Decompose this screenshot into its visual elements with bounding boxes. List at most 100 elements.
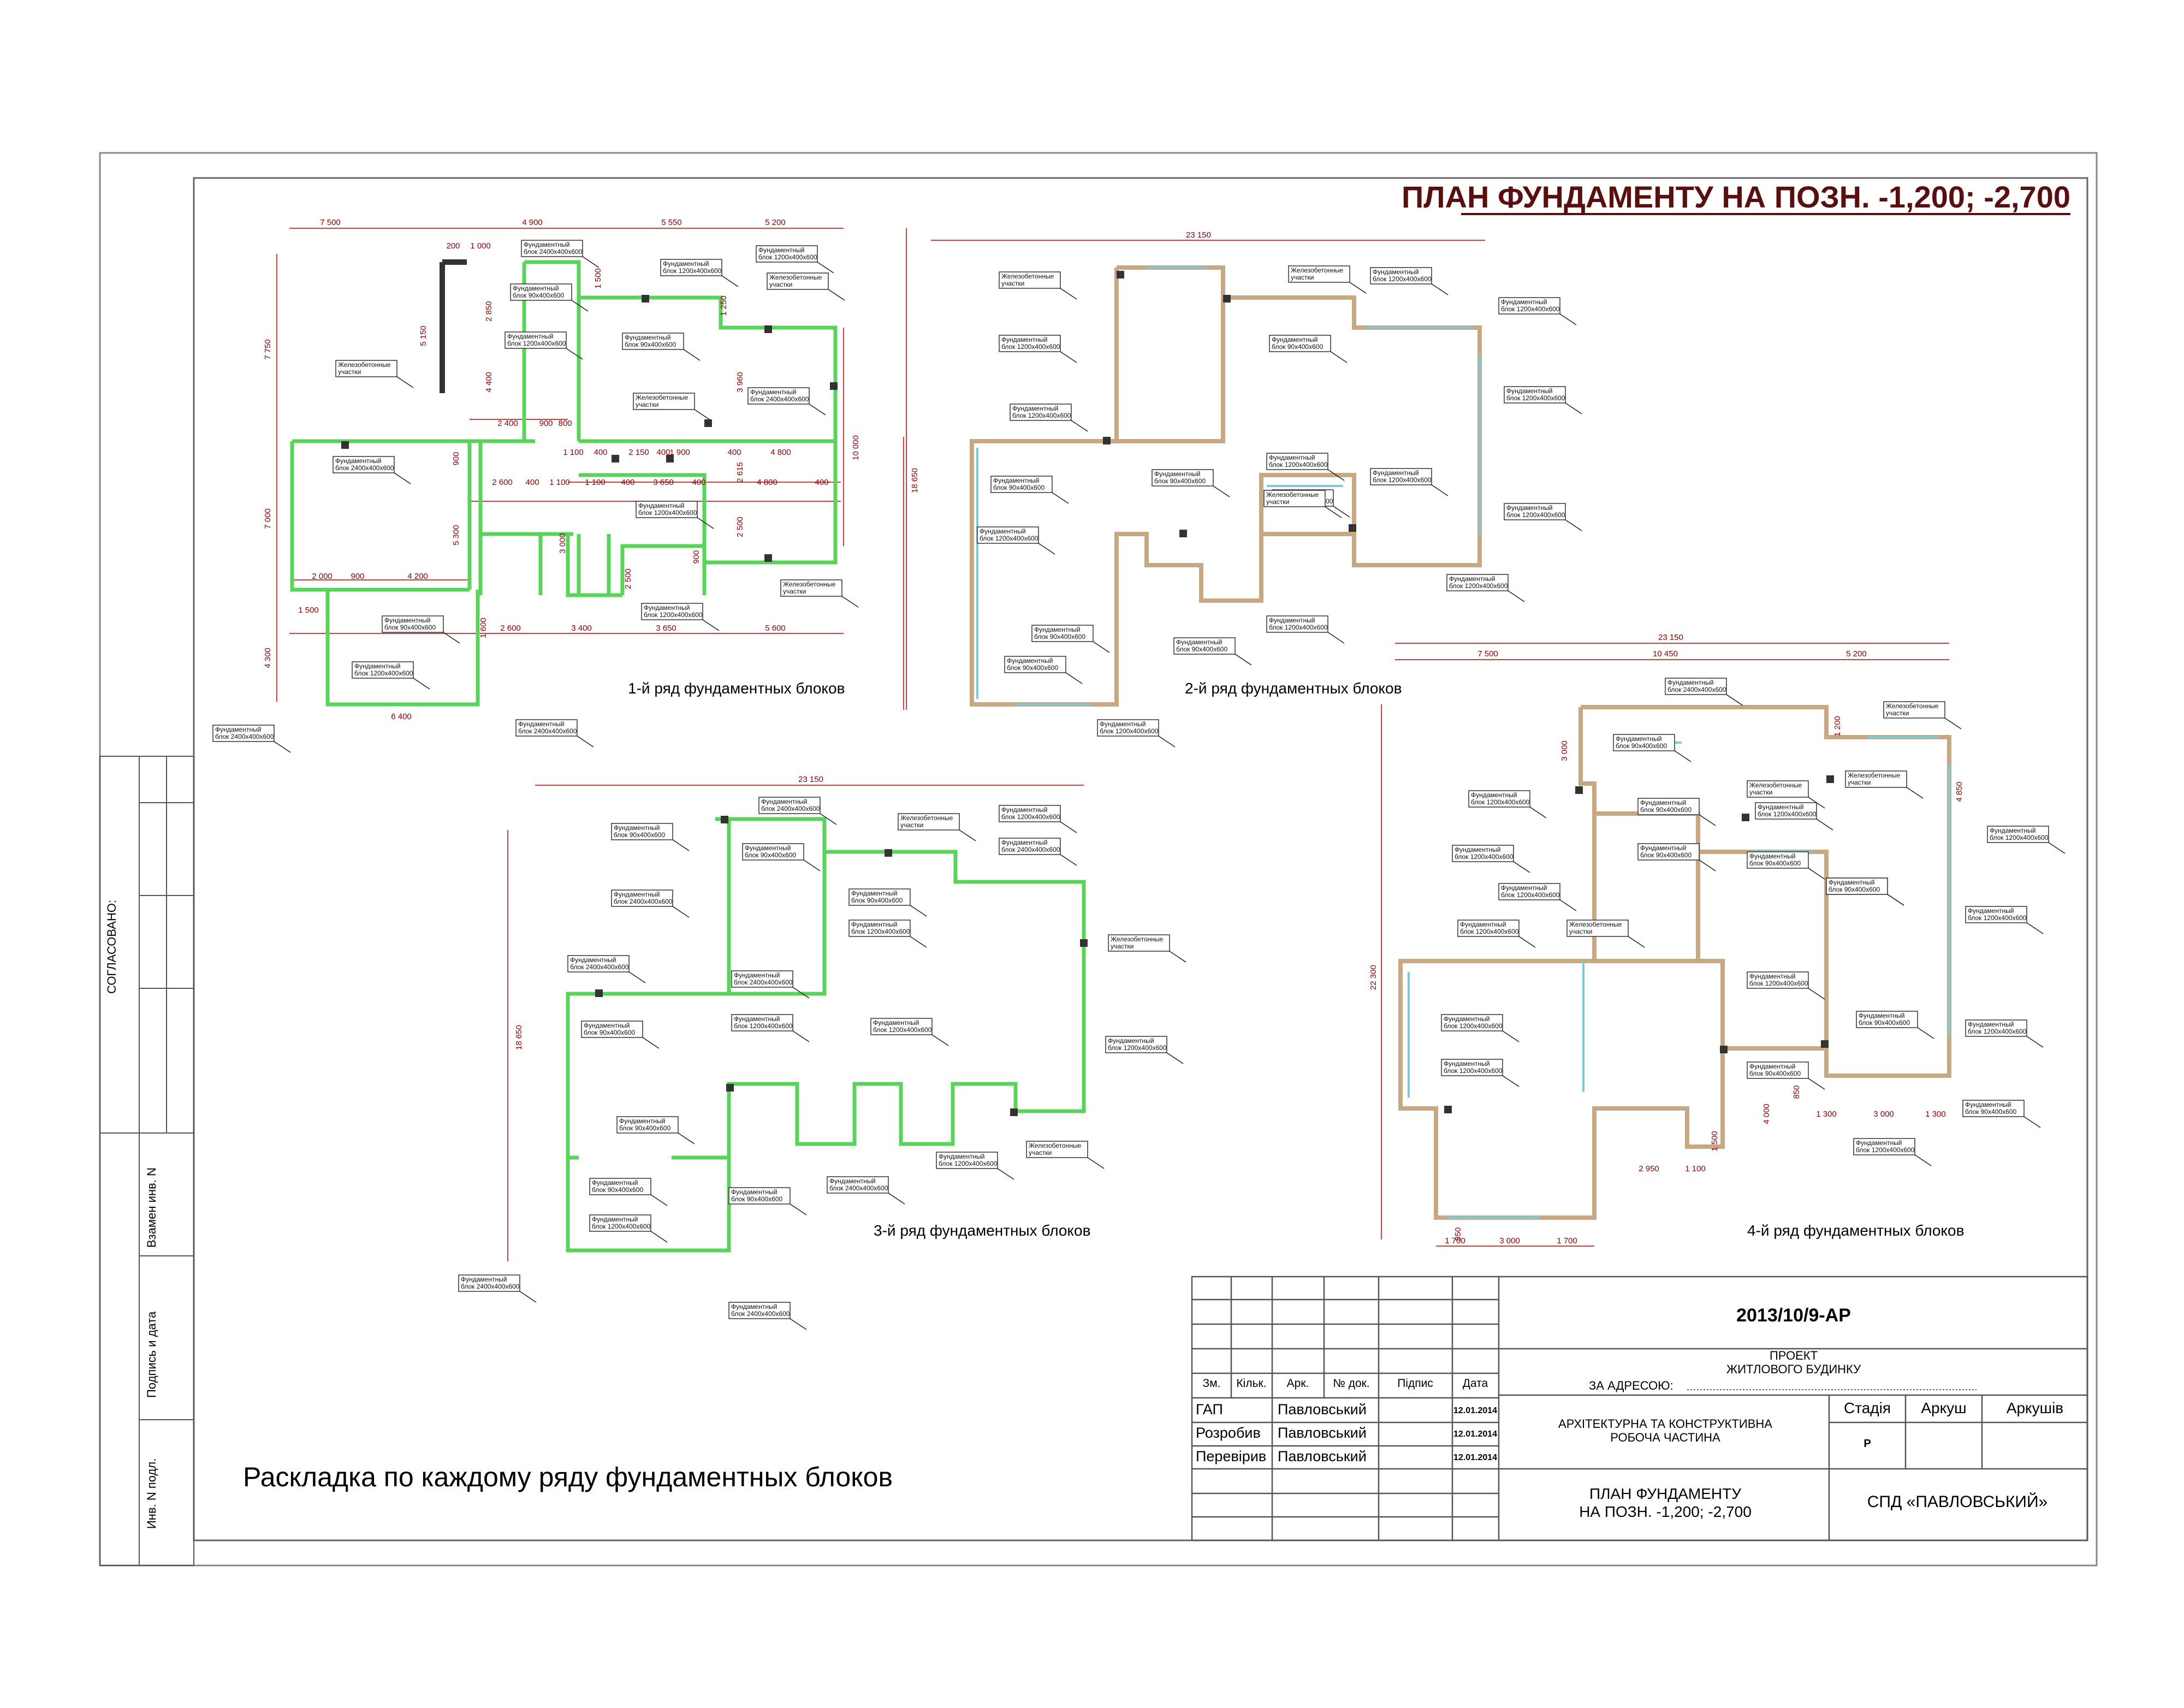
dimension-label: 5 300 bbox=[452, 525, 461, 545]
plan-2-caption: 2-й ряд фундаментных блоков bbox=[1185, 680, 1402, 697]
block-callout-text: Фундаментный bbox=[731, 1303, 777, 1310]
block-callout-text: блок 1200х400х600 bbox=[1373, 275, 1432, 283]
side-label-inv-no: Инв. N подл. bbox=[145, 1458, 158, 1529]
block-callout-text: Фундаментный bbox=[1506, 387, 1552, 395]
block-callout-text: Фундаментный bbox=[1034, 626, 1080, 633]
block-callout-text: блок 1200х400х600 bbox=[1460, 928, 1519, 935]
plan-3-caption: 3-й ряд фундаментных блоков bbox=[874, 1222, 1090, 1239]
block-callout-text: Железобетонные bbox=[1848, 772, 1901, 779]
th-ark: Арк. bbox=[1287, 1377, 1309, 1390]
block-callout-text: блок 1200х400х600 bbox=[644, 611, 703, 619]
th-zm: Зм. bbox=[1203, 1377, 1221, 1390]
block-callout-text: участки bbox=[783, 588, 806, 595]
dimension-label: 5 600 bbox=[765, 624, 786, 633]
dimension-label: 400 bbox=[621, 478, 634, 487]
dimension-label: 900 bbox=[452, 452, 461, 465]
dimension-label: 400 bbox=[525, 478, 539, 487]
dimension-label: 2 850 bbox=[484, 301, 494, 322]
block-callout-text: Фундаментный bbox=[625, 334, 670, 341]
block-callout-text: блок 1200х400х600 bbox=[1001, 343, 1060, 351]
block-callout-text: Фундаментный bbox=[1990, 827, 2035, 834]
block-callout-text: блок 1200х400х600 bbox=[1269, 461, 1328, 468]
block-callout-text: блок 90х400х600 bbox=[384, 624, 436, 631]
block-callout-text: Фундаментный bbox=[1269, 454, 1315, 461]
block-callout-text: Фундаментный bbox=[570, 956, 616, 964]
block-callout-text: блок 1200х400х600 bbox=[851, 928, 910, 935]
block-callout-text: блок 90х400х600 bbox=[1965, 1108, 2016, 1116]
block-callout-text: блок 90х400х600 bbox=[592, 1186, 643, 1194]
block-callout-text: Фундаментный bbox=[1749, 852, 1795, 860]
block-callout-text: Фундаментный bbox=[1444, 1015, 1489, 1023]
dimension-label: 4 900 bbox=[522, 218, 543, 227]
block-callout-text: Фундаментный bbox=[1100, 720, 1146, 728]
block-callout-text: Фундаментный bbox=[750, 388, 796, 396]
block-callout-text: Фундаментный bbox=[758, 246, 804, 254]
block-callout-text: блок 90х400х600 bbox=[1640, 851, 1692, 859]
block-callout-text: Железобетонные bbox=[1111, 935, 1164, 943]
block-callout-text: блок 2400х400х600 bbox=[761, 805, 820, 813]
dimension-label: 3 400 bbox=[571, 624, 592, 633]
block-callout-text: Фундаментный bbox=[1968, 907, 2014, 915]
block-callout-text: блок 2400х400х600 bbox=[1001, 846, 1060, 853]
dimension-label: 22 300 bbox=[1369, 965, 1378, 990]
dimension-label: 200 bbox=[446, 241, 460, 251]
project-line2: ЖИТЛОВОГО БУДИНКУ bbox=[1726, 1362, 1861, 1376]
block-callout-text: блок 90х400х600 bbox=[1154, 477, 1206, 485]
block-callout-text: блок 1200х400х600 bbox=[1001, 813, 1060, 821]
block-callout-text: Фундаментный bbox=[1640, 844, 1686, 852]
block-callout-text: Фундаментный bbox=[1154, 470, 1200, 478]
block-callout-text: Фундаментный bbox=[980, 527, 1025, 535]
block-callout-text: Фундаментный bbox=[1001, 336, 1047, 343]
block-callout-text: Фундаментный bbox=[619, 1117, 665, 1125]
block-callout-text: блок 1200х400х600 bbox=[1968, 914, 2027, 922]
block-callout-text: участки bbox=[1886, 709, 1909, 717]
block-callout-text: Фундаментный bbox=[993, 477, 1039, 484]
plan-row-1: 1-й ряд фундаментных блоков bbox=[276, 228, 907, 710]
dimension-label: 850 bbox=[1453, 1227, 1463, 1241]
th-kilk: Кільк. bbox=[1236, 1377, 1266, 1390]
dimension-label: 23 150 bbox=[1658, 633, 1683, 642]
dimension-label: 5 200 bbox=[765, 218, 786, 227]
block-callout-text: блок 90х400х600 bbox=[614, 831, 665, 839]
stage-header: Стадія bbox=[1844, 1399, 1891, 1416]
block-callout-text: блок 90х400х600 bbox=[1616, 742, 1667, 750]
block-callout-text: Фундаментный bbox=[1460, 921, 1506, 928]
block-callout-text: блок 90х400х600 bbox=[1749, 1070, 1801, 1077]
dimension-label: 6 400 bbox=[391, 712, 412, 721]
block-callout-text: Железобетонные bbox=[338, 361, 391, 369]
block-callout-text: Фундаментный bbox=[851, 889, 897, 897]
block-callout-text: Фундаментный bbox=[1007, 657, 1053, 665]
block-callout-text: Фундаментный bbox=[1640, 799, 1686, 806]
block-callout-text: блок 90х400х600 bbox=[584, 1029, 635, 1036]
dimension-label: 400 bbox=[692, 478, 705, 487]
dimension-label: 900 bbox=[539, 419, 553, 428]
dimension-label: 2 500 bbox=[735, 517, 745, 537]
dimension-label: 1 700 bbox=[1557, 1236, 1577, 1246]
dimension-label: 1 100 bbox=[1685, 1164, 1706, 1173]
